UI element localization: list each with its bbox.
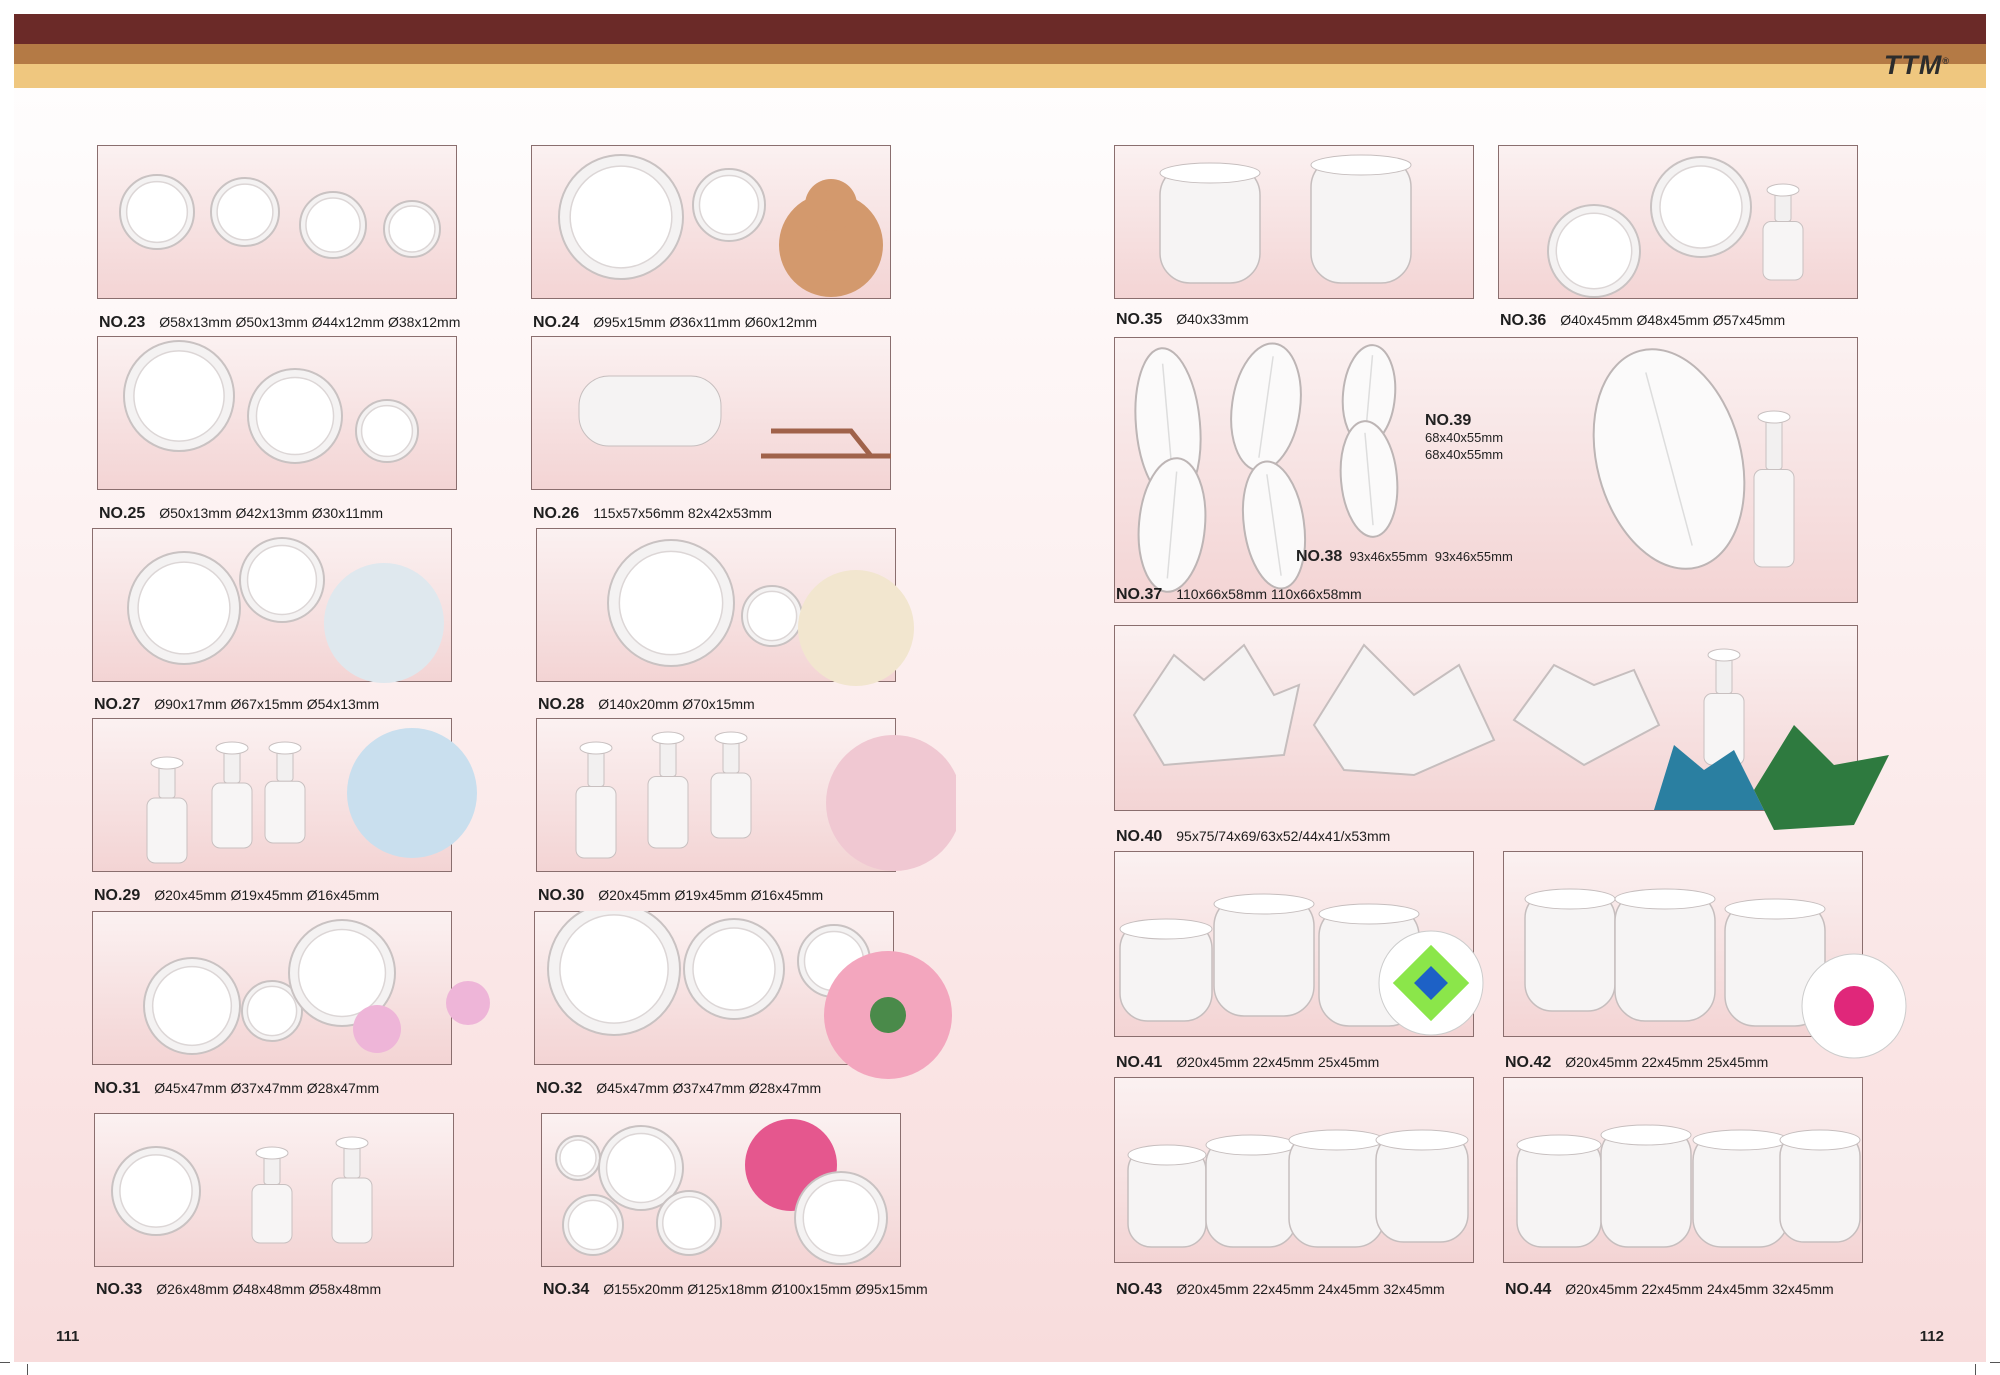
diamond-plunger-set-icon <box>1127 1129 1469 1248</box>
product-number: NO.23 <box>99 314 146 331</box>
product-number: NO.31 <box>94 1080 141 1097</box>
square-plunger-set-icon <box>1119 893 1484 1036</box>
product-sizes: Ø50x13mm Ø42x13mm Ø30x11mm <box>159 505 384 521</box>
product-number: NO.34 <box>543 1281 590 1298</box>
product-number: NO.30 <box>538 887 585 904</box>
product-sizes: Ø40x33mm <box>1176 311 1249 327</box>
brand-text: TTM <box>1883 50 1943 80</box>
no39-number: NO.39 <box>1425 412 1472 429</box>
product-number: NO.24 <box>533 314 580 331</box>
product-number: NO.26 <box>533 505 580 522</box>
product-number: NO.35 <box>1116 311 1163 328</box>
product-caption: NO.43 Ø20x45mm 22x45mm 24x45mm 32x45mm <box>1116 1281 1445 1299</box>
oval-plunger-set-icon <box>1516 1124 1861 1248</box>
product-sizes: Ø90x17mm Ø67x15mm Ø54x13mm <box>154 696 380 712</box>
rocking-horse-cutter-set-icon <box>127 537 444 683</box>
product-caption: NO.42 Ø20x45mm 22x45mm 25x45mm <box>1505 1054 1768 1072</box>
product-caption: NO.40 95x75/74x69/63x52/44x41/x53mm <box>1116 828 1390 846</box>
product-sizes: Ø20x45mm 22x45mm 25x45mm <box>1565 1054 1769 1070</box>
bear-cutter-set-icon <box>558 154 883 297</box>
product-number: NO.41 <box>1116 1054 1163 1071</box>
clown-cutter-set-icon <box>607 539 914 686</box>
product-sizes: 115x57x56mm 82x42x53mm <box>593 505 772 521</box>
product-caption: NO.34 Ø155x20mm Ø125x18mm Ø100x15mm Ø95x1… <box>543 1281 928 1299</box>
star-plunger-set-icon <box>146 728 477 864</box>
blossom-plunger-set-icon <box>111 1136 373 1244</box>
no38-label: NO.38 93x46x55mm 93x46x55mm <box>1296 548 1513 565</box>
product-sizes: Ø45x47mm Ø37x47mm Ø28x47mm <box>154 1080 380 1096</box>
crop-mark <box>0 1362 10 1363</box>
daisy-plunger-set-icon <box>547 911 952 1079</box>
brand-logo: TTM® <box>1884 50 1950 81</box>
product-number: NO.29 <box>94 887 141 904</box>
butterfly-plunger-set-icon <box>143 919 490 1055</box>
no38-number: NO.38 <box>1296 548 1343 565</box>
header-stripe-mid <box>14 44 1986 64</box>
sleigh-cutter-set-icon <box>578 375 891 459</box>
product-sizes: Ø155x20mm Ø125x18mm Ø100x15mm Ø95x15mm <box>603 1281 928 1297</box>
product-sizes: Ø40x45mm Ø48x45mm Ø57x45mm <box>1560 312 1786 328</box>
round-plunger-set-icon <box>1524 888 1907 1059</box>
product-number: NO.33 <box>96 1281 143 1298</box>
no39-sizes: 68x40x55mm 68x40x55mm <box>1425 430 1504 462</box>
product-number: NO.28 <box>538 696 585 713</box>
crop-mark <box>1990 1362 2000 1363</box>
product-caption: NO.24 Ø95x15mm Ø36x11mm Ø60x12mm <box>533 314 817 332</box>
page-number-left: 111 <box>56 1328 80 1345</box>
product-sizes: Ø26x48mm Ø48x48mm Ø58x48mm <box>156 1281 382 1297</box>
product-caption: NO.27 Ø90x17mm Ø67x15mm Ø54x13mm <box>94 696 379 714</box>
product-sizes: Ø95x15mm Ø36x11mm Ø60x12mm <box>593 314 818 330</box>
product-sizes: Ø140x20mm Ø70x15mm <box>598 696 755 712</box>
product-sizes: 95x75/74x69/63x52/44x41/x53mm <box>1176 828 1391 844</box>
product-number: NO.40 <box>1116 828 1163 845</box>
leaf-plunger-set-icon <box>1134 342 1795 593</box>
product-sizes: Ø58x13mm Ø50x13mm Ø44x12mm Ø38x12mm <box>159 314 461 330</box>
product-number: NO.37 <box>1116 586 1163 603</box>
product-number: NO.36 <box>1500 312 1547 329</box>
product-sizes: Ø20x45mm Ø19x45mm Ø16x45mm <box>598 887 824 903</box>
heart-plunger-set-icon <box>575 731 956 871</box>
product-caption: NO.23 Ø58x13mm Ø50x13mm Ø44x12mm Ø38x12mm <box>99 314 460 332</box>
product-sizes: 110x66x58mm 110x66x58mm <box>1176 586 1362 602</box>
product-caption: NO.28 Ø140x20mm Ø70x15mm <box>538 696 755 714</box>
product-caption: NO.41 Ø20x45mm 22x45mm 25x45mm <box>1116 1054 1379 1072</box>
product-sizes: Ø45x47mm Ø37x47mm Ø28x47mm <box>596 1080 822 1096</box>
product-sizes: Ø20x45mm 22x45mm 25x45mm <box>1176 1054 1380 1070</box>
product-caption: NO.32 Ø45x47mm Ø37x47mm Ø28x47mm <box>536 1080 821 1098</box>
product-caption: NO.26 115x57x56mm 82x42x53mm <box>533 505 772 523</box>
product-sizes: Ø20x45mm 22x45mm 24x45mm 32x45mm <box>1565 1281 1834 1297</box>
product-caption: NO.31 Ø45x47mm Ø37x47mm Ø28x47mm <box>94 1080 379 1098</box>
product-number: NO.43 <box>1116 1281 1163 1298</box>
product-number: NO.44 <box>1505 1281 1552 1298</box>
rose-plunger-icon <box>1159 154 1412 284</box>
product-caption: NO.29 Ø20x45mm Ø19x45mm Ø16x45mm <box>94 887 379 905</box>
product-sizes: Ø20x45mm 22x45mm 24x45mm 32x45mm <box>1176 1281 1445 1297</box>
product-number: NO.25 <box>99 505 146 522</box>
crop-mark <box>27 1364 28 1375</box>
registered-mark: ® <box>1942 56 1950 66</box>
product-caption: NO.30 Ø20x45mm Ø19x45mm Ø16x45mm <box>538 887 823 905</box>
product-caption: NO.37 110x66x58mm 110x66x58mm <box>1116 586 1362 604</box>
product-caption: NO.35 Ø40x33mm <box>1116 311 1249 329</box>
header-stripe-light <box>14 64 1986 88</box>
maple-leaf-plunger-set-icon <box>1132 643 1889 830</box>
no39-label: NO.39 68x40x55mm 68x40x55mm <box>1425 412 1503 463</box>
product-caption: NO.36 Ø40x45mm Ø48x45mm Ø57x45mm <box>1500 312 1785 330</box>
flower-cutter-set-icon <box>119 174 441 259</box>
page-number-right: 112 <box>1919 1328 1944 1345</box>
crop-mark <box>1975 1364 1976 1375</box>
product-caption: NO.25 Ø50x13mm Ø42x13mm Ø30x11mm <box>99 505 383 523</box>
product-number: NO.32 <box>536 1080 583 1097</box>
product-sizes: Ø20x45mm Ø19x45mm Ø16x45mm <box>154 887 380 903</box>
star-petal-cutter-set-icon <box>123 340 419 464</box>
no38-sizes: 93x46x55mm 93x46x55mm <box>1349 549 1513 564</box>
product-number: NO.27 <box>94 696 141 713</box>
dove-plunger-set-icon <box>1547 156 1804 298</box>
peony-cutter-set-icon <box>555 1119 888 1265</box>
product-caption: NO.44 Ø20x45mm 22x45mm 24x45mm 32x45mm <box>1505 1281 1834 1299</box>
header-stripe-dark <box>14 14 1986 44</box>
product-caption: NO.33 Ø26x48mm Ø48x48mm Ø58x48mm <box>96 1281 381 1299</box>
product-number: NO.42 <box>1505 1054 1552 1071</box>
